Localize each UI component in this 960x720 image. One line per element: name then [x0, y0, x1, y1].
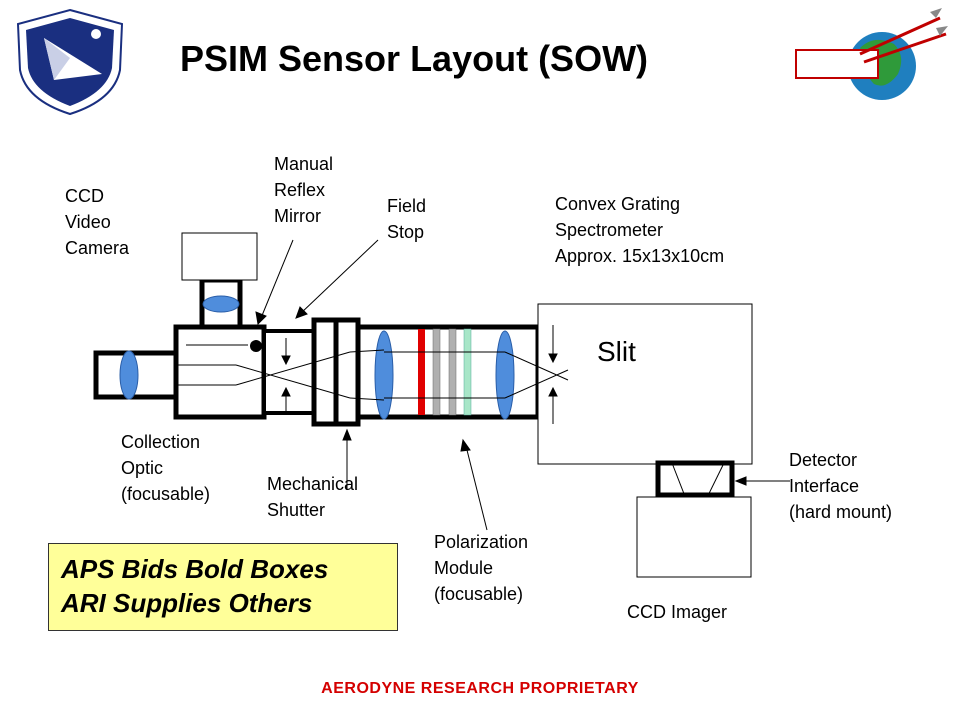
- manual-reflex-mirror-line-3: Mirror: [274, 206, 321, 226]
- detector-interface-line-3: (hard mount): [789, 502, 893, 522]
- collection-optic-line-1: Collection: [121, 432, 201, 452]
- ccd-imager-label: CCD Imager: [627, 602, 728, 622]
- polarization-module-label: Polarization Module (focusable): [434, 529, 528, 607]
- manual-reflex-mirror-line-1: Manual: [274, 154, 334, 174]
- callout-line-1: APS Bids Bold Boxes: [61, 554, 329, 584]
- shutter-housing: [262, 329, 316, 415]
- field-stop-arrows: [281, 325, 558, 424]
- mechanical-shutter-line-2: Shutter: [267, 500, 326, 520]
- slit-label: Slit: [597, 336, 636, 367]
- convex-grating-line-1: Convex Grating: [555, 194, 681, 214]
- proprietary-footer: AERODYNE RESEARCH PROPRIETARY: [321, 680, 639, 697]
- convex-grating-line-2: Spectrometer: [555, 220, 664, 240]
- convex-grating-label: Convex Grating Spectrometer Approx. 15x1…: [555, 191, 724, 269]
- field-stop-label: Field Stop: [387, 193, 426, 245]
- ccd-imager-box: [636, 496, 752, 578]
- detector-interface-line-1: Detector: [789, 450, 858, 470]
- lens-1: [374, 330, 394, 420]
- camera-lens: [202, 295, 240, 313]
- ray-lines: [176, 344, 569, 401]
- filter-gray-2: [448, 328, 457, 416]
- page-title: PSIM Sensor Layout (SOW): [180, 38, 649, 79]
- filter-gray-1: [432, 328, 441, 416]
- ccd-video-camera-line-2: Video: [65, 212, 111, 232]
- filter-green: [463, 328, 472, 416]
- collection-optic-label: Collection Optic (focusable): [121, 429, 210, 507]
- main-housing: [173, 324, 267, 420]
- bid-callout-box: APS Bids Bold Boxes ARI Supplies Others: [48, 543, 398, 631]
- reflex-mirror-dot: [250, 340, 262, 352]
- field-stop-line-2: Stop: [387, 222, 425, 242]
- detector-interface: [655, 460, 735, 498]
- lens-2: [495, 330, 515, 420]
- detector-interface-label: Detector Interface (hard mount): [789, 447, 892, 525]
- convex-grating-line-3: Approx. 15x13x10cm: [555, 246, 725, 266]
- polarization-module-line-1: Polarization: [434, 532, 529, 552]
- polarization-module-line-2: Module: [434, 558, 494, 578]
- ccd-video-camera-line-3: Camera: [65, 238, 130, 258]
- collection-optic-line-3: (focusable): [121, 484, 211, 504]
- mechanical-shutter-line-1: Mechanical: [267, 474, 359, 494]
- spectrometer-box: [537, 303, 753, 465]
- filter-red: [418, 329, 425, 415]
- mechanical-shutter-label: Mechanical Shutter: [267, 471, 358, 523]
- air-force-research-laboratory-logo: [16, 8, 124, 116]
- callout-line-2: ARI Supplies Others: [61, 588, 313, 618]
- aerodyne-research-logo: [795, 8, 948, 100]
- manual-reflex-mirror-label: Manual Reflex Mirror: [274, 151, 333, 229]
- manual-reflex-mirror-line-2: Reflex: [274, 180, 326, 200]
- polarization-module-line-3: (focusable): [434, 584, 524, 604]
- collection-optic-line-2: Optic: [121, 458, 164, 478]
- field-stop-line-1: Field: [387, 196, 427, 216]
- ccd-video-camera-label: CCD Video Camera: [65, 183, 129, 261]
- collection-optic-lens: [119, 350, 139, 400]
- ccd-video-camera-line-1: CCD: [65, 186, 104, 206]
- pointer-arrows: [255, 239, 790, 531]
- detector-interface-line-2: Interface: [789, 476, 860, 496]
- ccd-video-camera-box: [181, 232, 258, 281]
